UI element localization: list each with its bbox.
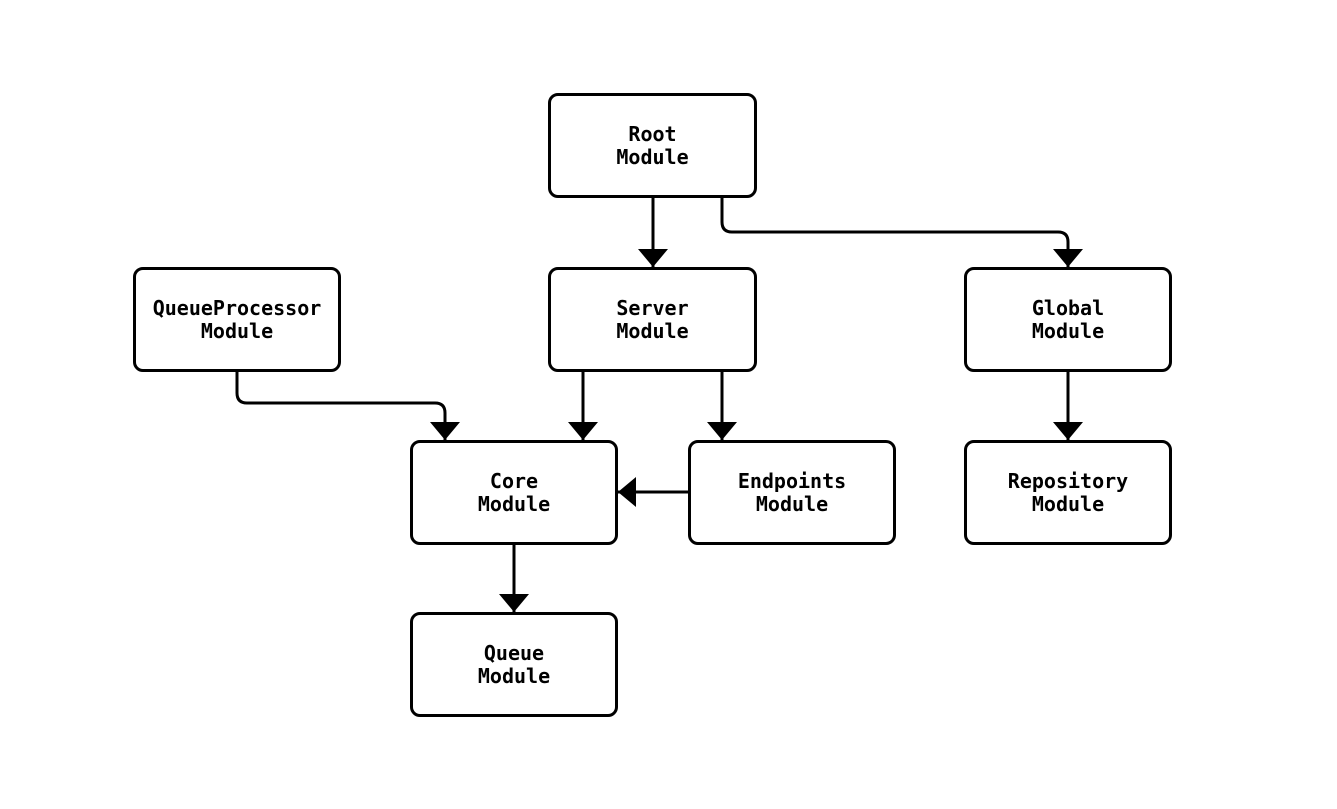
node-global-module: Global Module bbox=[964, 267, 1172, 372]
node-repository-label: Repository Module bbox=[1007, 468, 1129, 516]
node-repository-module: Repository Module bbox=[964, 440, 1172, 545]
node-root-label: Root Module bbox=[616, 121, 689, 169]
node-core-label: Core Module bbox=[477, 468, 551, 516]
node-endpoints-label: Endpoints Module bbox=[737, 468, 847, 516]
edge-root-to-global bbox=[720, 198, 1083, 267]
node-server-module: Server Module bbox=[548, 267, 757, 372]
edges-group bbox=[235, 198, 1083, 612]
node-server-label: Server Module bbox=[616, 295, 689, 343]
node-queueprocessor-label: QueueProcessor Module bbox=[152, 295, 322, 343]
node-core-module: Core Module bbox=[410, 440, 618, 545]
node-queue-label: Queue Module bbox=[477, 640, 551, 688]
node-root-module: Root Module bbox=[548, 93, 757, 198]
edge-queueprocessor-to-core bbox=[235, 372, 460, 440]
node-queue-module: Queue Module bbox=[410, 612, 618, 717]
node-endpoints-module: Endpoints Module bbox=[688, 440, 896, 545]
node-global-label: Global Module bbox=[1031, 295, 1105, 343]
node-queueprocessor-module: QueueProcessor Module bbox=[133, 267, 341, 372]
